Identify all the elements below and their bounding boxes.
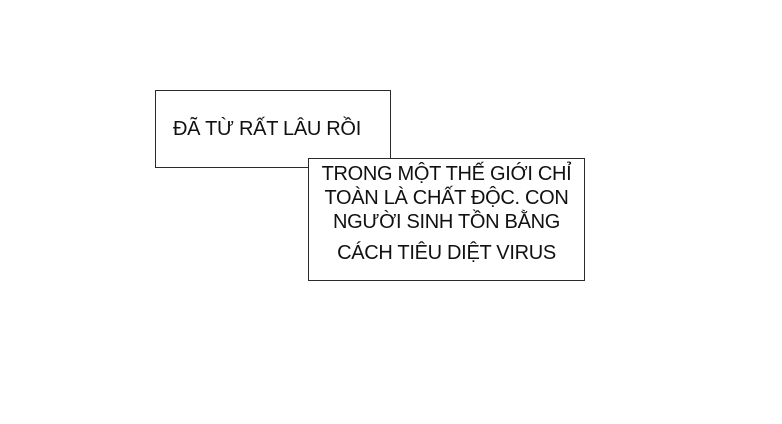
caption-line: TOÀN LÀ CHẤT ĐỘC. CON <box>324 187 569 209</box>
caption-line: TRONG MỘT THẾ GIỚI CHỈ <box>321 163 572 185</box>
caption-line: CÁCH TIÊU DIỆT VIRUS <box>337 242 556 264</box>
caption-box-2: TRONG MỘT THẾ GIỚI CHỈ TOÀN LÀ CHẤT ĐỘC.… <box>308 158 585 281</box>
caption-text-2: TRONG MỘT THẾ GIỚI CHỈ TOÀN LÀ CHẤT ĐỘC.… <box>309 162 584 265</box>
caption-text-1: ĐÃ TỪ RẤT LÂU RỒI <box>173 118 361 140</box>
caption-box-1: ĐÃ TỪ RẤT LÂU RỒI <box>155 90 391 168</box>
caption-line: NGƯỜI SINH TỒN BẰNG <box>332 211 561 233</box>
